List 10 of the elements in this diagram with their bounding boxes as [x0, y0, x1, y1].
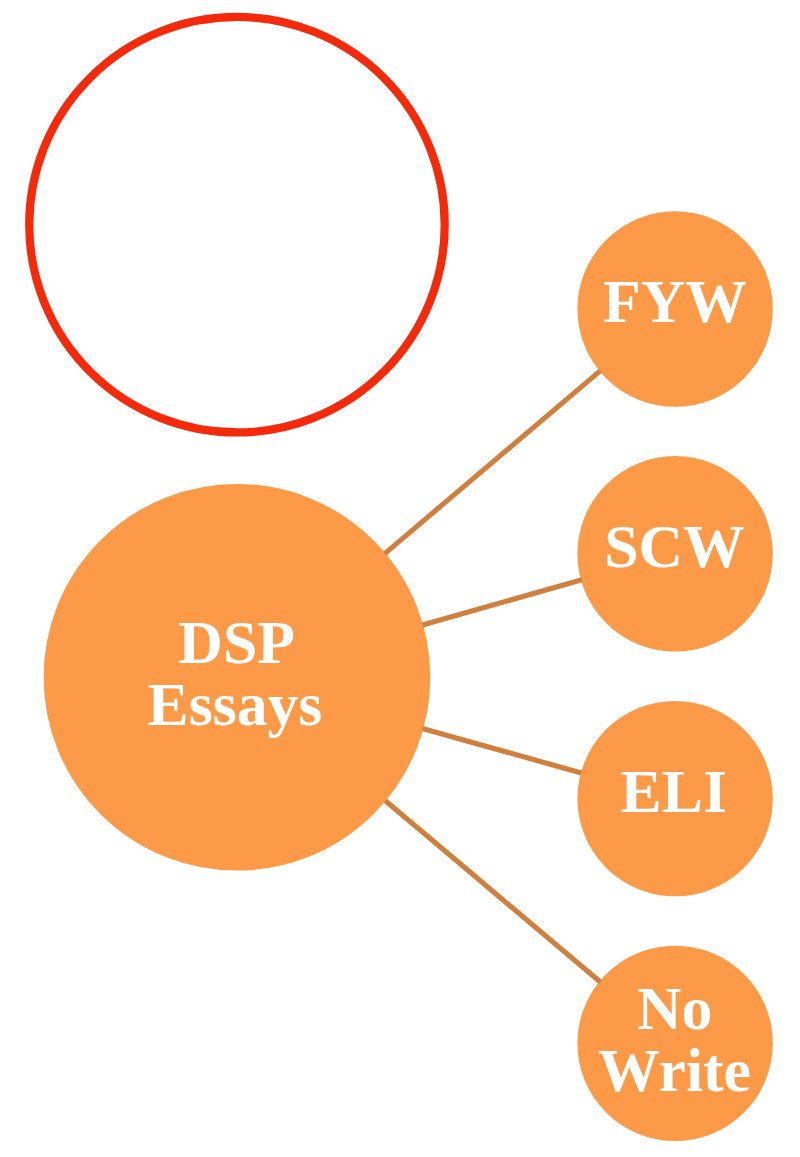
connector: [383, 798, 602, 984]
node-circle: FYW: [576, 211, 773, 407]
connector: [382, 368, 602, 556]
node-circle: No Write: [576, 945, 773, 1142]
connector: [421, 726, 582, 776]
node-circle: ELI: [576, 700, 773, 897]
connector: [421, 577, 583, 628]
node-circle: [24, 12, 449, 437]
node-circle: SCW: [576, 456, 773, 652]
node-circle: DSP Essays: [43, 483, 430, 871]
